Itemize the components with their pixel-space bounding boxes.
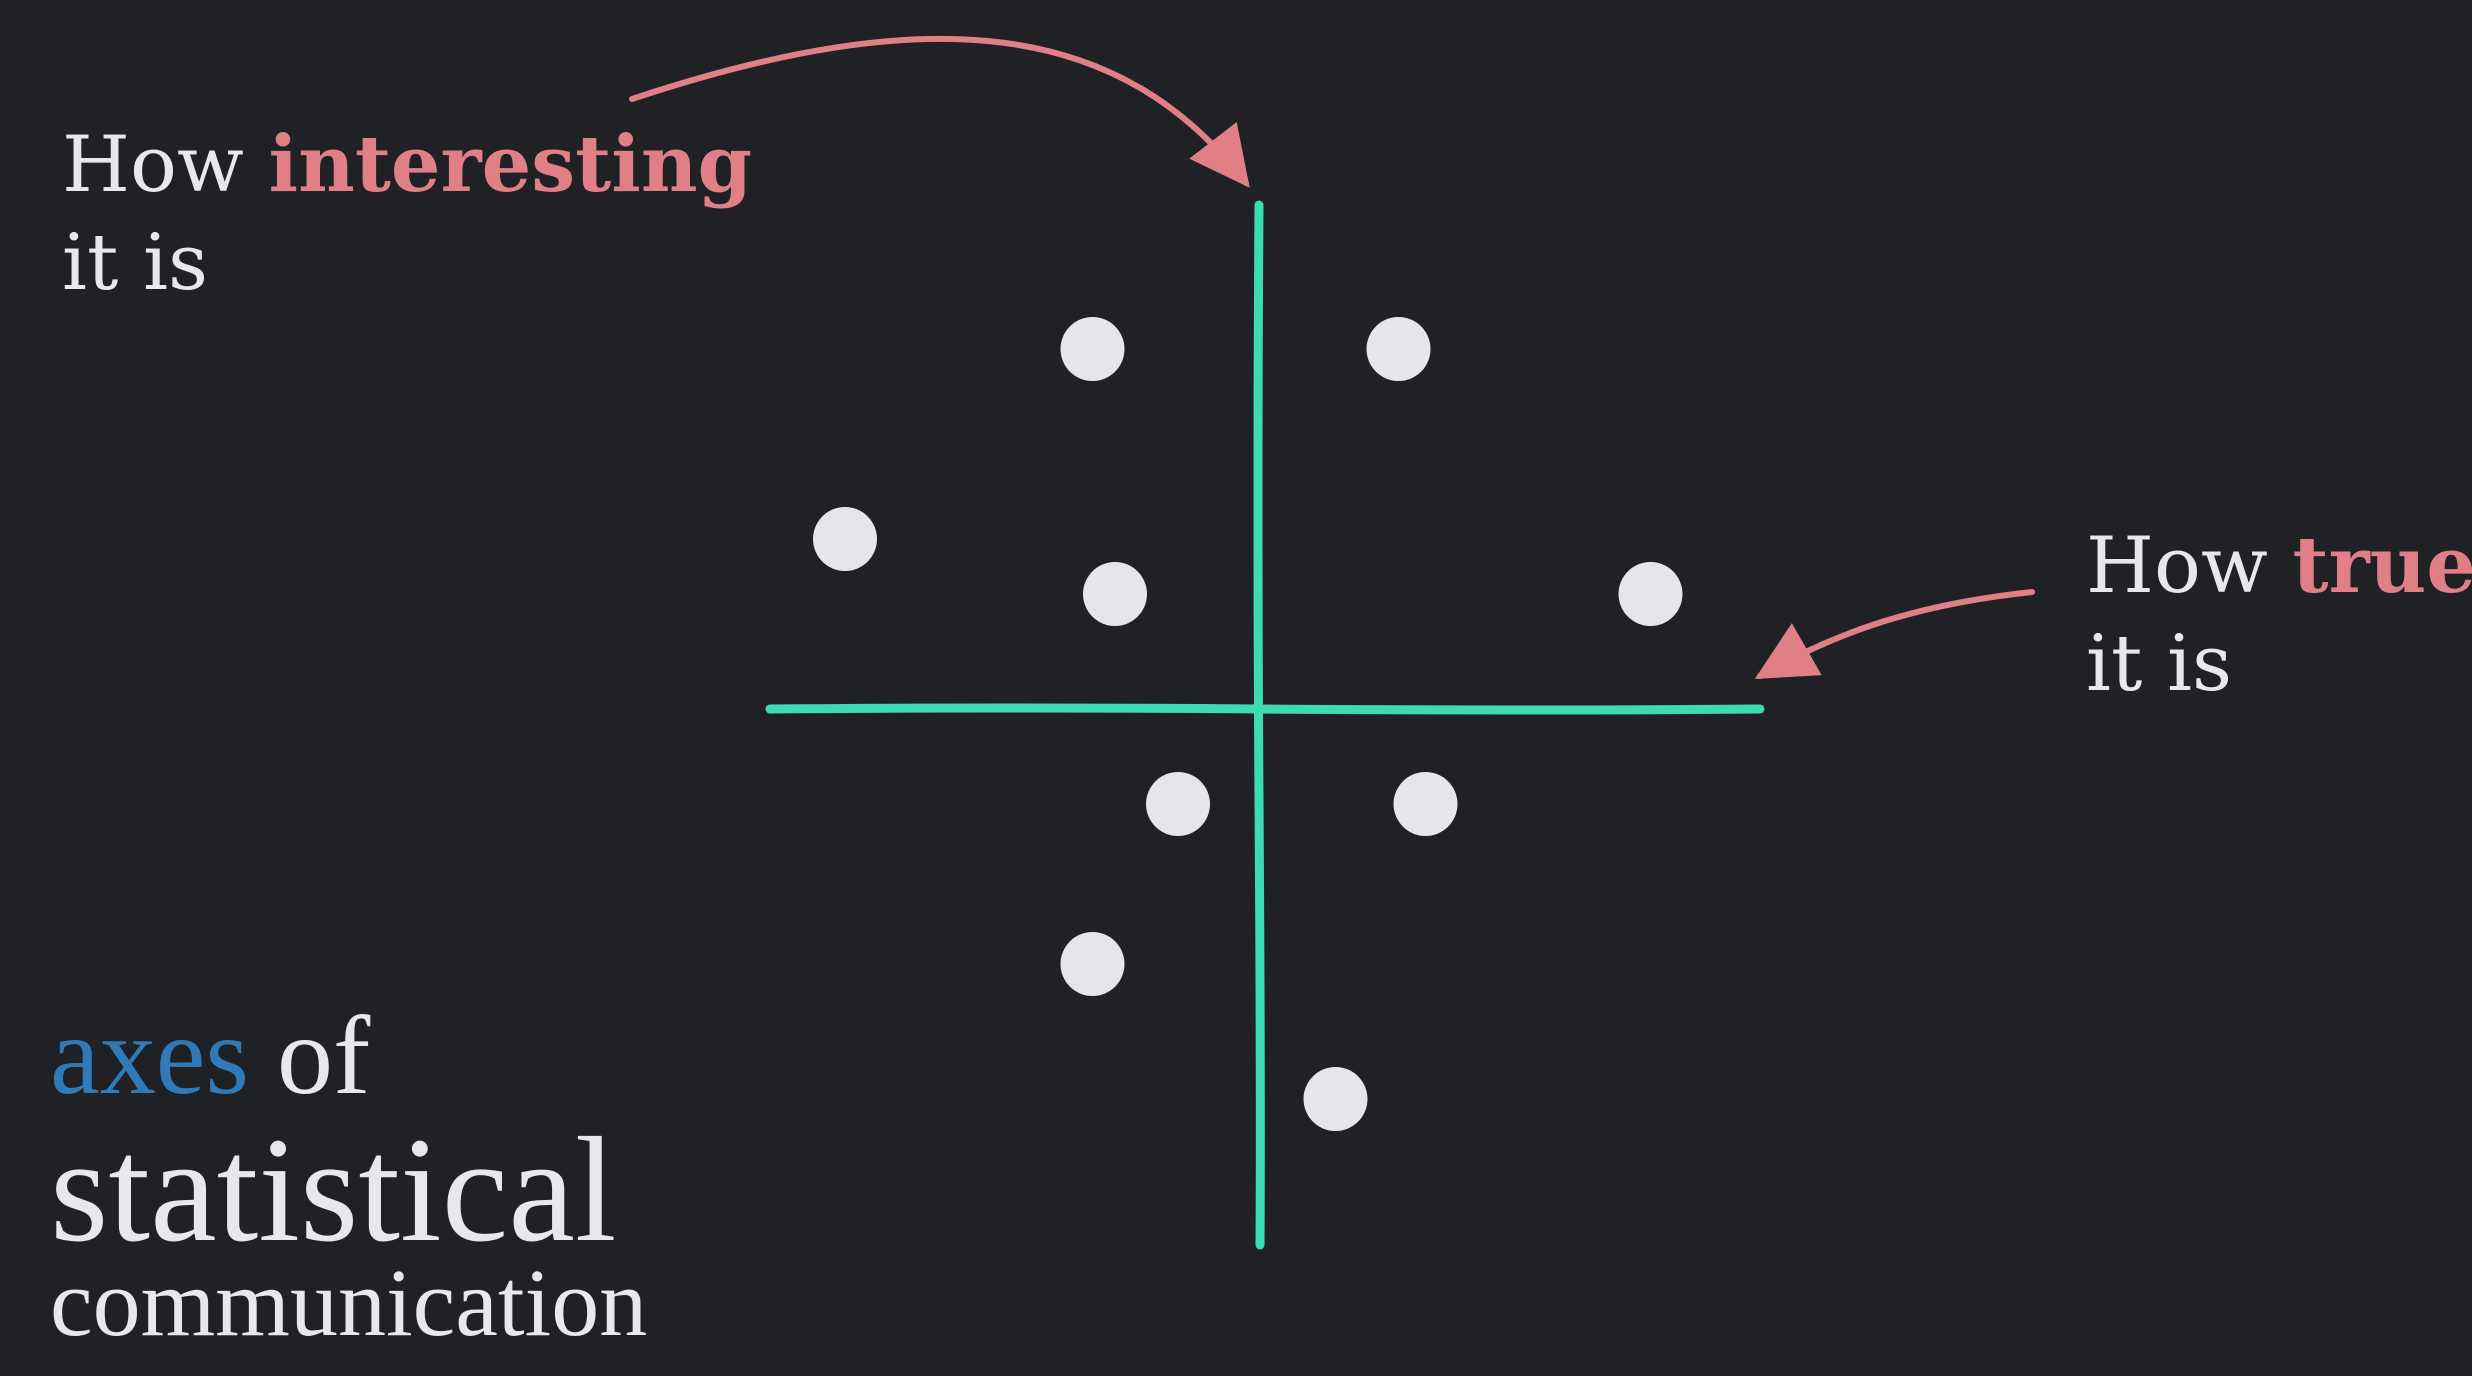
data-point-6 [1146,772,1210,836]
label-emphasis: true [2292,520,2472,611]
title-line-1-rest: of [277,994,371,1118]
label-suffix: it is [62,218,209,308]
data-point-8 [1060,932,1125,996]
data-point-2 [1366,317,1431,381]
data-point-7 [1393,772,1458,836]
data-point-9 [1303,1067,1368,1131]
label-prefix: How [2086,521,2268,611]
title-highlight: axes [50,994,250,1118]
vertical-axis [1253,200,1265,1250]
horizontal-axis [765,703,1765,715]
horizontal-axis-label: How true it is [2086,527,2472,709]
title-line-3: communication [50,1249,648,1356]
label-suffix: it is [2086,619,2233,709]
arrow-to-vertical-axis [629,35,1250,188]
data-point-5 [1618,562,1683,626]
label-emphasis: interesting [268,119,753,210]
data-point-3 [813,507,877,571]
data-point-1 [1060,317,1125,381]
data-point-4 [1083,562,1147,626]
arrow-to-horizontal-axis [1754,589,2035,679]
data-points [813,317,1683,1131]
label-prefix: How [62,120,244,210]
title-line-1: axes of [50,1000,370,1112]
vertical-axis-label: How interesting it is [62,126,752,308]
title-line-2: statistical [50,1107,617,1273]
